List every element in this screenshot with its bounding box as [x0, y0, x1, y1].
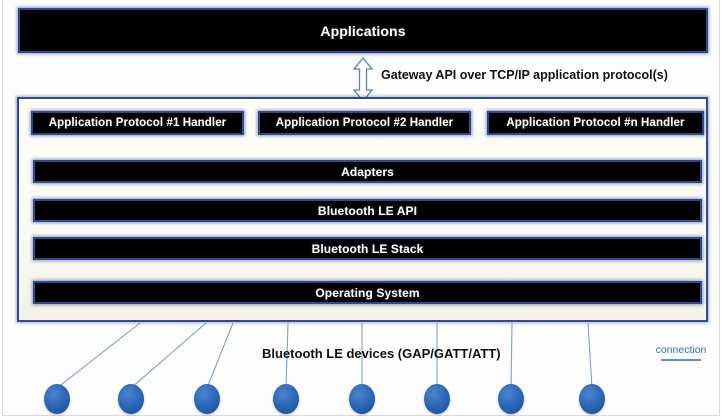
- bluetooth-device-node-icon[interactable]: [194, 384, 220, 414]
- connection-line: [206, 322, 234, 389]
- gateway-api-caption: Gateway API over TCP/IP application prot…: [381, 68, 668, 82]
- layer-label: Bluetooth LE Stack: [311, 241, 424, 256]
- layer-label: Adapters: [341, 164, 394, 179]
- handler-label: Application Protocol #n Handler: [506, 117, 685, 129]
- bluetooth-device-node-icon[interactable]: [273, 384, 299, 414]
- connection-line: [510, 322, 513, 389]
- application-protocol-handler-2[interactable]: Application Protocol #2 Handler: [258, 111, 471, 135]
- legend: connection: [648, 344, 714, 361]
- double-headed-vertical-arrow-icon: [352, 56, 374, 103]
- application-protocol-handler-1[interactable]: Application Protocol #1 Handler: [31, 111, 244, 135]
- connection-line: [587, 322, 593, 389]
- bluetooth-device-node-icon[interactable]: [44, 384, 70, 414]
- legend-label: connection: [655, 344, 707, 356]
- applications-box[interactable]: Applications: [18, 8, 708, 53]
- layer-label: Bluetooth LE API: [317, 203, 418, 218]
- handler-label: Application Protocol #1 Handler: [48, 117, 227, 129]
- bluetooth-device-node-icon[interactable]: [349, 384, 375, 414]
- applications-label: Applications: [320, 22, 406, 39]
- layer-operating-system[interactable]: Operating System: [33, 281, 702, 304]
- bluetooth-device-node-icon[interactable]: [579, 384, 605, 414]
- bluetooth-device-node-icon[interactable]: [424, 384, 450, 414]
- bluetooth-device-node-icon[interactable]: [118, 384, 144, 414]
- connection-line: [130, 322, 207, 389]
- devices-caption: Bluetooth LE devices (GAP/GATT/ATT): [262, 346, 501, 361]
- bluetooth-device-node-icon[interactable]: [498, 384, 524, 414]
- connection-line: [56, 322, 141, 389]
- layer-label: Operating System: [315, 285, 420, 300]
- application-protocol-handler-n[interactable]: Application Protocol #n Handler: [487, 111, 704, 135]
- line-swatch-icon: [661, 359, 701, 361]
- handler-label: Application Protocol #2 Handler: [275, 117, 454, 129]
- layer-bluetooth-le-stack[interactable]: Bluetooth LE Stack: [33, 237, 702, 260]
- layer-adapters[interactable]: Adapters: [33, 160, 702, 183]
- layer-bluetooth-le-api[interactable]: Bluetooth LE API: [33, 199, 702, 222]
